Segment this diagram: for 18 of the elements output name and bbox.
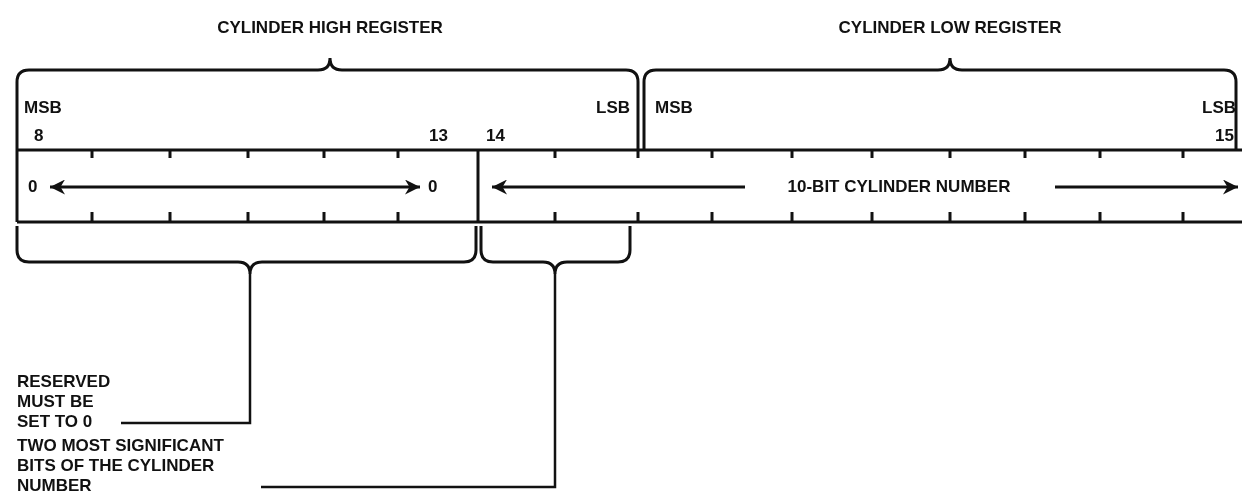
leader-line	[261, 274, 557, 489]
bit-order-label: MSB	[24, 98, 62, 118]
bit-order-label: MSB	[655, 98, 693, 118]
bit-order-label: LSB	[1202, 98, 1236, 118]
register-heading: CYLINDER HIGH REGISTER	[217, 18, 443, 38]
note-text: TWO MOST SIGNIFICANT BITS OF THE CYLINDER NUMBER	[17, 436, 257, 496]
bit-number: 8	[34, 126, 44, 146]
register-heading: CYLINDER LOW REGISTER	[838, 18, 1062, 38]
leader-line	[121, 274, 252, 425]
bit-order-label: LSB	[596, 98, 630, 118]
note-text: RESERVED MUST BE SET TO 0	[17, 372, 117, 432]
bit-number: 15	[1215, 126, 1234, 146]
brace	[479, 226, 632, 276]
bit-number: 14	[486, 126, 505, 146]
field-value: 0	[428, 177, 438, 197]
field-value: 0	[28, 177, 38, 197]
bit-number: 13	[429, 126, 448, 146]
brace	[15, 226, 478, 276]
